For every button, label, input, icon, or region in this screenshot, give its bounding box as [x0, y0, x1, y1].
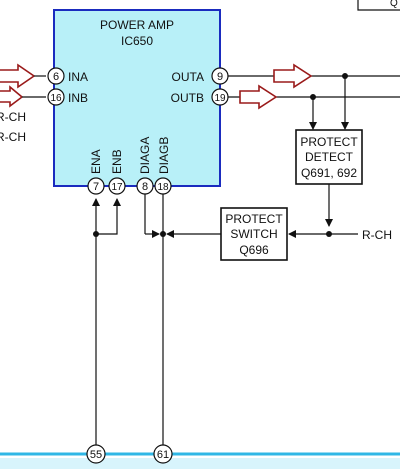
power-amp-title: POWER AMP — [100, 18, 174, 32]
left-rch-label-2: R-CH — [0, 130, 26, 144]
pin-ina-label: INA — [68, 70, 88, 84]
protect-detect-line2: DETECT — [305, 150, 354, 164]
pin-8-circle — [136, 177, 154, 195]
power-amp-block — [53, 9, 221, 187]
power-amp-part: IC650 — [121, 34, 153, 48]
pin-16-number: 16 — [50, 93, 62, 104]
input-b-arrow — [0, 85, 24, 108]
pin-inb-label: INB — [68, 91, 88, 105]
protect-switch-box — [220, 207, 288, 261]
connector-61-label: 61 — [157, 449, 169, 461]
protect-detect-line1: PROTECT — [300, 135, 358, 149]
pin-outa-label: OUTA — [172, 70, 204, 84]
bottom-bus-light — [0, 458, 400, 469]
output-a-arrow — [273, 63, 313, 89]
enb-branch-wire — [96, 198, 121, 235]
pin-diagb-label: DIAGB — [157, 137, 171, 174]
protect-detect-line3: Q691, 692 — [301, 166, 357, 180]
pin-enb-label: ENB — [110, 149, 124, 174]
input-a-arrow — [0, 63, 36, 89]
protect-detect-box — [295, 129, 363, 185]
right-rch-label: R-CH — [362, 228, 392, 242]
pin-7-number: 7 — [93, 181, 99, 193]
pin-19-number: 19 — [214, 93, 226, 104]
top-right-fragment-text: Q — [390, 0, 398, 9]
pin-6-number: 6 — [53, 71, 59, 83]
connector-55-label: 55 — [90, 449, 102, 461]
connector-55-circle — [86, 444, 106, 464]
top-right-box-fragment: Q — [357, 0, 400, 11]
output-b-arrow — [239, 84, 278, 110]
pin-ena-label: ENA — [89, 149, 103, 174]
pin-7-circle — [87, 177, 105, 195]
pin-outb-label: OUTB — [171, 91, 204, 105]
protect-switch-line1: PROTECT — [225, 212, 283, 226]
pin-8-number: 8 — [142, 181, 148, 193]
pin-17-circle — [108, 177, 126, 195]
pin-18-number: 18 — [157, 182, 169, 193]
protect-switch-line3: Q696 — [239, 243, 269, 257]
pin-17-number: 17 — [111, 182, 123, 193]
pin-6-circle — [47, 67, 65, 85]
protect-switch-line2: SWITCH — [230, 227, 277, 241]
junction-rch — [326, 231, 332, 237]
connector-61-circle — [153, 444, 173, 464]
pin-16-circle — [47, 88, 65, 106]
pin-diaga-label: DIAGA — [138, 137, 152, 174]
left-rch-label-1: R-CH — [0, 110, 26, 124]
pin-9-number: 9 — [217, 71, 223, 83]
